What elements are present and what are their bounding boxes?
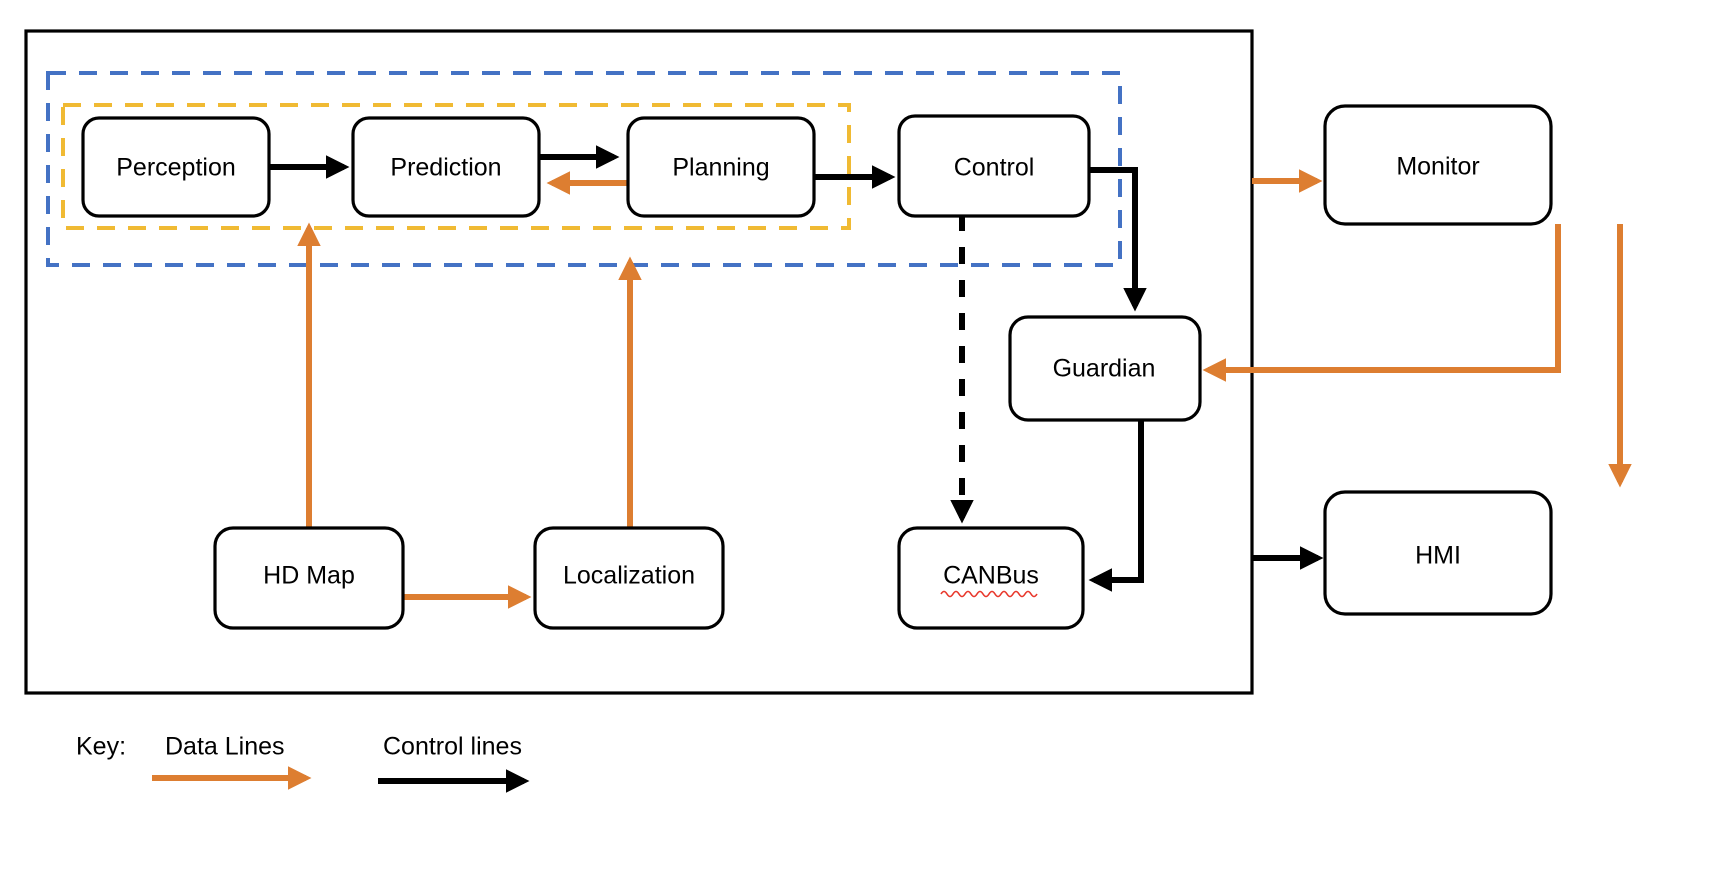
node-hmi-shape[interactable]	[1323, 490, 1553, 616]
node-guardian-shape[interactable]	[1008, 315, 1202, 422]
system-boundary-frame	[24, 29, 1254, 695]
node-planning-shape[interactable]	[626, 116, 816, 218]
edge-control-to-guardian	[1089, 167, 1147, 312]
node-hd-map-shape[interactable]	[213, 526, 405, 630]
legend-data-lines-label: Data Lines	[165, 733, 285, 761]
node-hd-map[interactable]: HD Map	[213, 526, 405, 630]
node-monitor-shape[interactable]	[1323, 104, 1553, 226]
legend-item-data-lines: Data Lines	[152, 733, 312, 790]
node-perception[interactable]: Perception	[81, 116, 271, 218]
node-guardian[interactable]: Guardian	[1008, 315, 1202, 422]
legend-item-control-lines: Control lines	[378, 733, 530, 793]
group-boundary-yellow	[61, 103, 851, 230]
legend-control-lines-label: Control lines	[383, 733, 522, 761]
node-canbus-shape[interactable]	[897, 526, 1085, 630]
edge-monitor-to-guardian	[1202, 224, 1561, 382]
node-hmi[interactable]: HMI	[1323, 490, 1553, 616]
node-prediction[interactable]: Prediction	[351, 116, 541, 218]
node-monitor[interactable]: Monitor	[1323, 104, 1553, 226]
node-perception-shape[interactable]	[81, 116, 271, 218]
node-prediction-shape[interactable]	[351, 116, 541, 218]
legend: Key: Data Lines Control lines	[76, 733, 530, 793]
group-boundary-blue	[46, 71, 1122, 267]
node-localization[interactable]: Localization	[533, 526, 725, 630]
node-control-shape[interactable]	[897, 114, 1091, 218]
spellcheck-squiggle-icon	[940, 590, 1038, 598]
node-planning[interactable]: Planning	[626, 116, 816, 218]
node-control[interactable]: Control	[897, 114, 1091, 218]
node-canbus[interactable]: CANBus	[897, 526, 1085, 630]
legend-title: Key:	[76, 733, 126, 761]
node-localization-shape[interactable]	[533, 526, 725, 630]
edge-guardian-to-canbus	[1088, 418, 1144, 592]
